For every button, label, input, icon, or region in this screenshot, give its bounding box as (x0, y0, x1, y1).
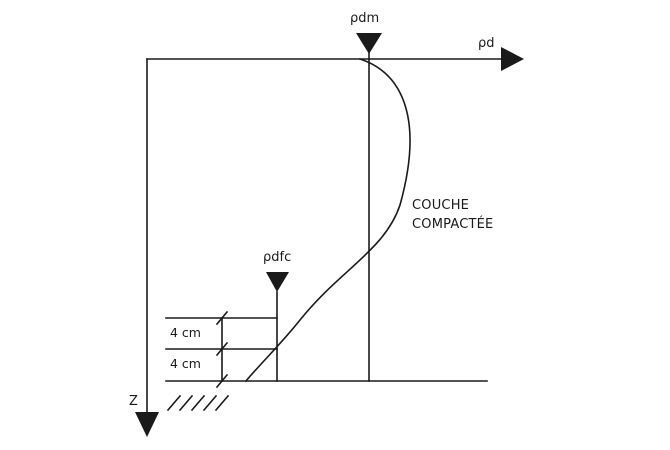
rho-dfc-label: ρdfc (263, 250, 292, 265)
dimension-tick-1 (215, 310, 229, 326)
rho-d-axis-label: ρd (478, 36, 495, 51)
dimension-label-lower: 4 cm (170, 356, 201, 371)
z-axis-arrow (135, 412, 159, 437)
rho-dm-label: ρdm (350, 11, 380, 26)
layer-name-label: COUCHE COMPACTÉE (412, 196, 493, 234)
layer-name-line-2: COMPACTÉE (412, 217, 494, 232)
dimension-label-upper: 4 cm (170, 325, 201, 340)
rho-d-axis-arrow (501, 47, 524, 71)
dimension-tick-2 (215, 341, 229, 357)
z-axis-label: Z (129, 394, 138, 409)
dimension-tick-3 (215, 373, 229, 389)
rho-dfc-marker (266, 272, 289, 292)
density-profile-curve (244, 57, 411, 383)
ground-hatching (166, 394, 230, 412)
layer-name-line-1: COUCHE (412, 198, 470, 213)
rho-dm-marker (356, 33, 382, 54)
